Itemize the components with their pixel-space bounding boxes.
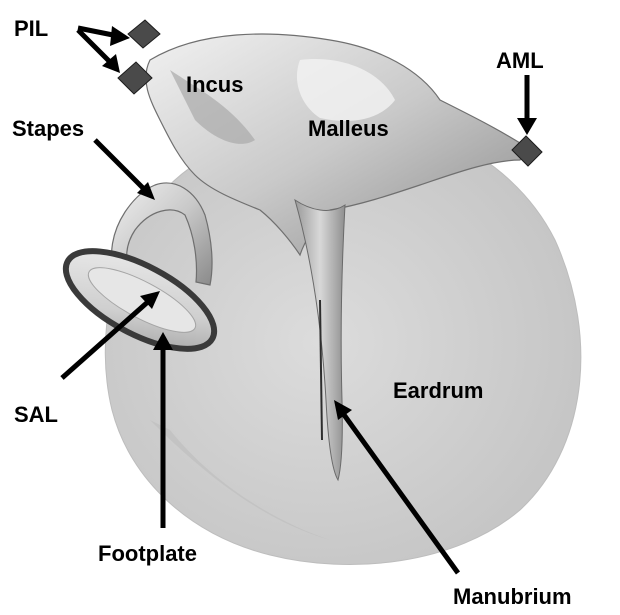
label-pil: PIL [14, 16, 48, 41]
label-manubrium: Manubrium [453, 584, 572, 609]
label-eardrum: Eardrum [393, 378, 483, 403]
aml-arrowhead [517, 118, 537, 135]
label-stapes: Stapes [12, 116, 84, 141]
pil-block-top [128, 20, 160, 48]
label-incus: Incus [186, 72, 243, 97]
stapes-arrow [95, 140, 145, 190]
label-malleus: Malleus [308, 116, 389, 141]
label-footplate: Footplate [98, 541, 197, 566]
label-sal: SAL [14, 402, 58, 427]
pil-arrowhead-top [110, 26, 130, 46]
label-aml: AML [496, 48, 544, 73]
